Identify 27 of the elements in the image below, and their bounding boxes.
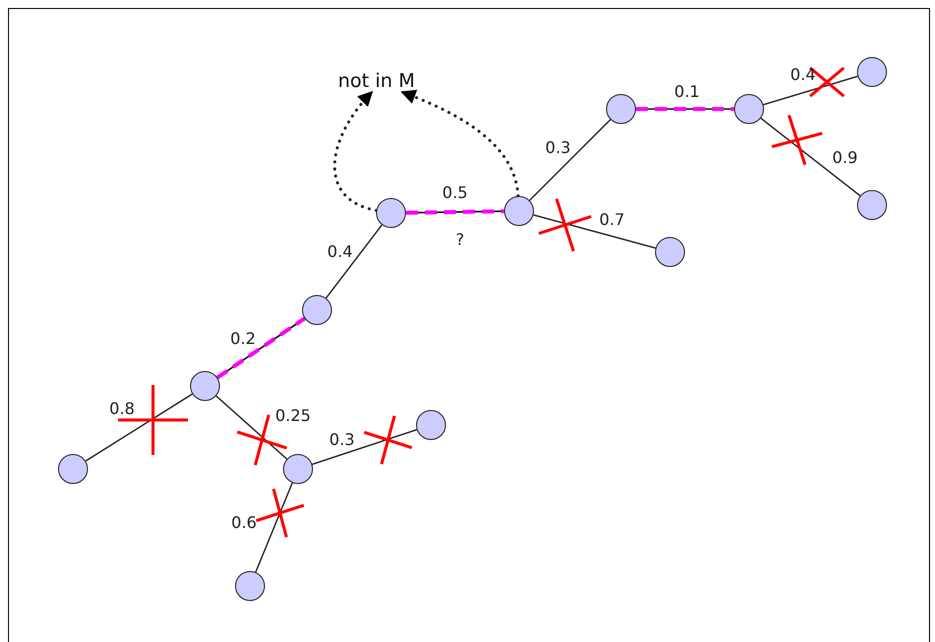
graph-vertex — [302, 295, 332, 325]
graph-vertex — [504, 196, 534, 226]
edge-label: 0.6 — [231, 514, 257, 532]
edge-label: 0.2 — [230, 330, 256, 348]
graph-vertex — [58, 454, 88, 484]
graph-vertex — [857, 190, 887, 220]
graph-vertex — [606, 94, 636, 124]
graph-vertex — [655, 237, 685, 267]
edge-label: 0.4 — [327, 243, 353, 261]
edge-label: 0.8 — [109, 400, 135, 418]
edge-label: 0.9 — [832, 149, 858, 167]
graph-vertex — [376, 198, 406, 228]
graph-vertex — [734, 94, 764, 124]
graph-vertex — [416, 410, 446, 440]
edge-label: 0.1 — [674, 83, 700, 101]
question-label: ? — [456, 231, 464, 249]
edge-label: 0.25 — [275, 407, 311, 425]
text-label: not in M — [338, 70, 415, 92]
edge-label: 0.3 — [329, 431, 355, 449]
edge-label: 0.4 — [790, 66, 816, 84]
graph-vertex — [283, 454, 313, 484]
graph-vertex — [857, 57, 887, 87]
edge-label: 0.5 — [442, 184, 468, 202]
edge-label: 0.3 — [545, 139, 571, 157]
graph-vertex — [235, 571, 265, 601]
edge-label: 0.7 — [599, 211, 625, 229]
graph-vertex — [190, 371, 220, 401]
